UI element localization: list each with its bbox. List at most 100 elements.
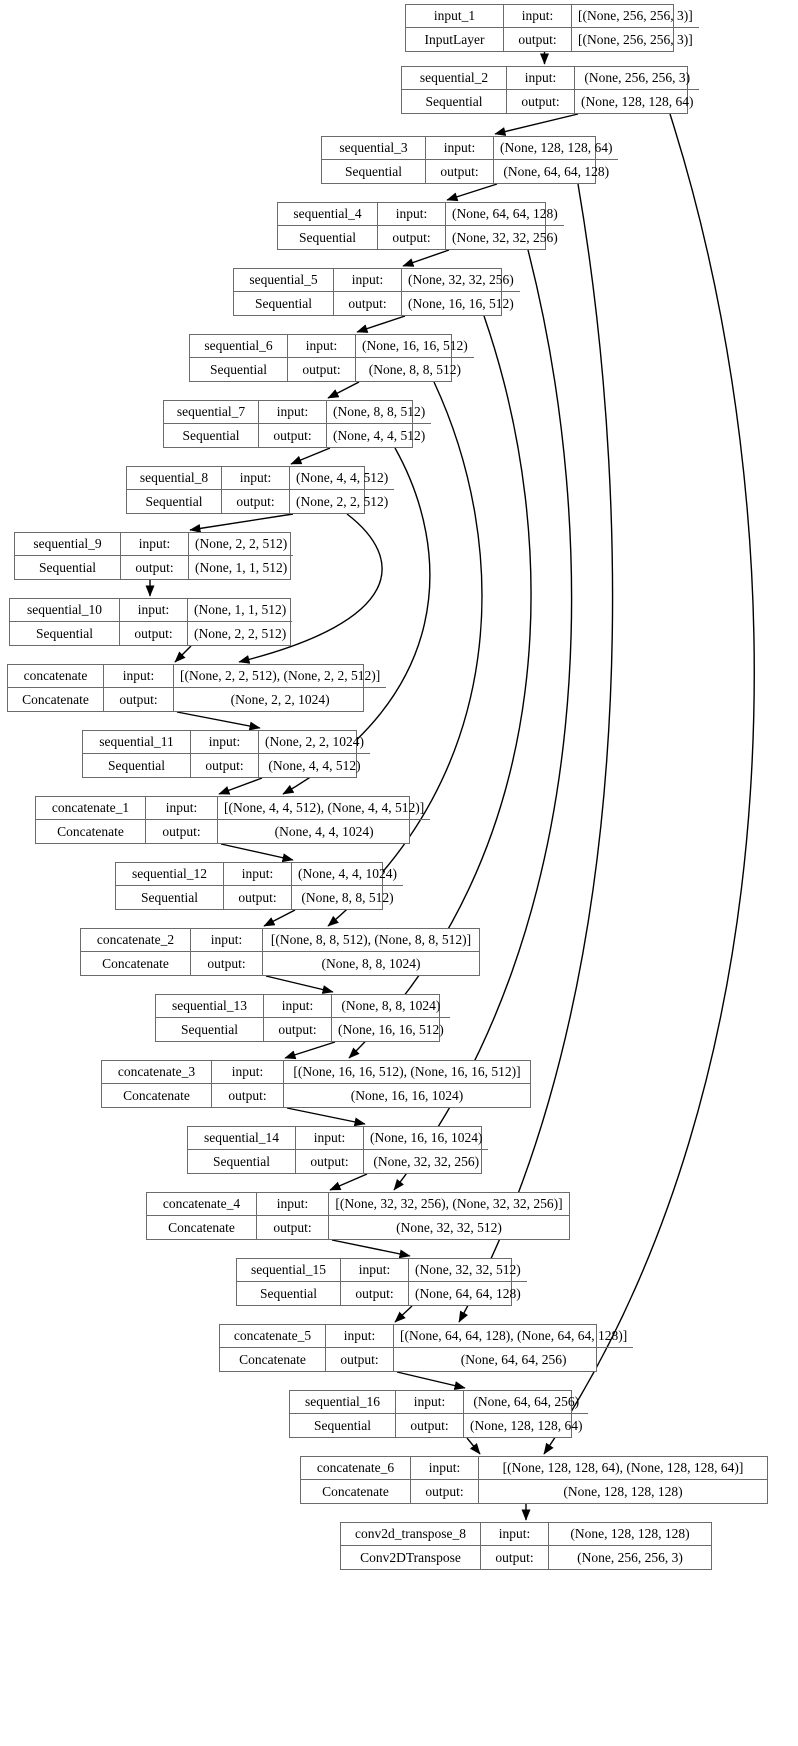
layer-class: Sequential bbox=[83, 754, 191, 777]
input-shape-value: [(None, 64, 64, 128), (None, 64, 64, 128… bbox=[400, 1328, 628, 1344]
input-shape-value: (None, 4, 4, 512) bbox=[296, 470, 389, 486]
output-label: output: bbox=[120, 622, 188, 645]
edge-concatenate_4-to-sequential_15 bbox=[331, 1239, 411, 1259]
edge-sequential_5-to-sequential_6 bbox=[356, 315, 406, 333]
output-shape-value: (None, 64, 64, 128) bbox=[415, 1285, 521, 1301]
layer-name: sequential_14 bbox=[188, 1127, 296, 1149]
edge-sequential_15-to-concatenate_5 bbox=[394, 1305, 413, 1323]
output-shape-value: (None, 4, 4, 512) bbox=[333, 427, 426, 443]
edge-sequential_4-to-concatenate_4 bbox=[393, 249, 573, 1191]
edge-concatenate_5-to-sequential_16 bbox=[396, 1371, 466, 1390]
input-shape-value: (None, 4, 4, 1024) bbox=[298, 866, 397, 882]
output-label: output: bbox=[257, 1216, 329, 1239]
input-label: input: bbox=[212, 1061, 284, 1083]
input-shape-value: [(None, 16, 16, 512), (None, 16, 16, 512… bbox=[293, 1064, 521, 1080]
layer-class: InputLayer bbox=[406, 28, 504, 51]
layer-name: sequential_12 bbox=[116, 863, 224, 885]
input-label: input: bbox=[222, 467, 290, 489]
layer-class: Concatenate bbox=[220, 1348, 326, 1371]
input-shape-value: (None, 16, 16, 1024) bbox=[370, 1130, 483, 1146]
output-shape-value: (None, 1, 1, 512) bbox=[195, 559, 288, 575]
output-label: output: bbox=[481, 1546, 549, 1569]
layer-class: Concatenate bbox=[301, 1480, 411, 1503]
edge-sequential_13-to-concatenate_3 bbox=[284, 1041, 336, 1060]
layer-name: sequential_15 bbox=[237, 1259, 341, 1281]
edge-concatenate-to-sequential_11 bbox=[176, 711, 261, 731]
layer-name: sequential_5 bbox=[234, 269, 334, 291]
input-label: input: bbox=[326, 1325, 394, 1347]
output-shape-value: (None, 8, 8, 512) bbox=[368, 361, 461, 377]
layer-name: sequential_13 bbox=[156, 995, 264, 1017]
output-label: output: bbox=[224, 886, 292, 909]
layer-name: sequential_16 bbox=[290, 1391, 396, 1413]
input-shape-value: (None, 64, 64, 128) bbox=[452, 206, 558, 222]
input-shape-value: (None, 1, 1, 512) bbox=[194, 602, 287, 618]
output-label: output: bbox=[341, 1282, 409, 1305]
layer-name: concatenate_1 bbox=[36, 797, 146, 819]
input-label: input: bbox=[411, 1457, 479, 1479]
layer-class: Sequential bbox=[234, 292, 334, 315]
input-shape-value: (None, 16, 16, 512) bbox=[362, 338, 468, 354]
layer-name: sequential_6 bbox=[190, 335, 288, 357]
layer-class: Sequential bbox=[15, 556, 121, 579]
output-label: output: bbox=[191, 952, 263, 975]
edge-concatenate_3-to-sequential_14 bbox=[286, 1107, 366, 1127]
edge-sequential_4-to-sequential_5 bbox=[402, 249, 450, 267]
edge-sequential_11-to-concatenate_1 bbox=[218, 777, 263, 795]
layer-name: sequential_11 bbox=[83, 731, 191, 753]
input-shape-value: (None, 32, 32, 512) bbox=[415, 1262, 521, 1278]
input-label: input: bbox=[296, 1127, 364, 1149]
input-label: input: bbox=[120, 599, 188, 621]
input-shape-value: (None, 8, 8, 1024) bbox=[341, 998, 441, 1014]
input-shape-value: [(None, 8, 8, 512), (None, 8, 8, 512)] bbox=[270, 932, 472, 948]
output-shape-value: (None, 64, 64, 256) bbox=[460, 1351, 567, 1367]
input-shape-value: [(None, 256, 256, 3)] bbox=[578, 8, 693, 24]
input-label: input: bbox=[378, 203, 446, 225]
input-shape-value: [(None, 4, 4, 512), (None, 4, 4, 512)] bbox=[224, 800, 425, 816]
edge-sequential_3-to-sequential_4 bbox=[446, 183, 498, 202]
